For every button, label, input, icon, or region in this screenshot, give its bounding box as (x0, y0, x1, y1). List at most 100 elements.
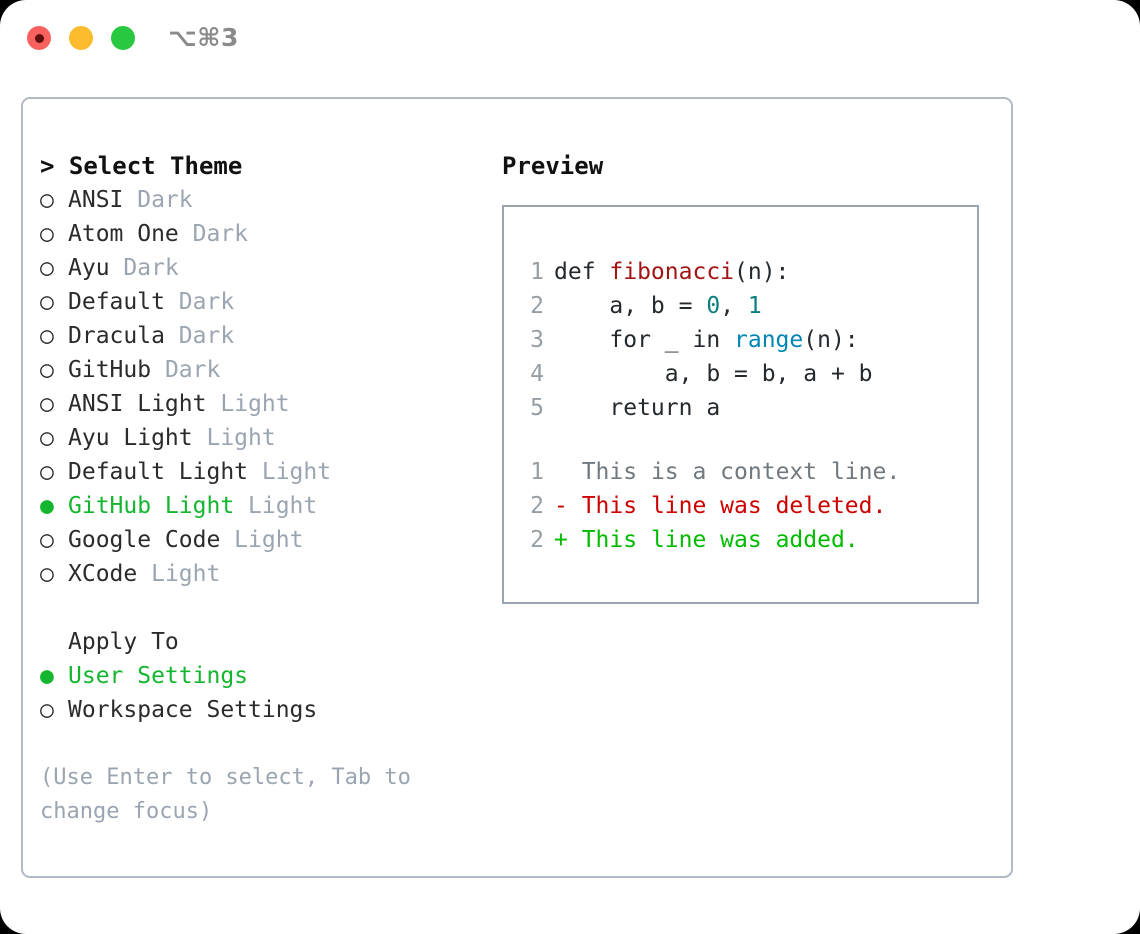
code-token-plain: for _ in (554, 327, 735, 353)
theme-option-dracula[interactable]: ○ Dracula Dark (40, 319, 470, 353)
diff-line-number: 1 (530, 459, 544, 485)
apply-to-option-label: User Settings (68, 663, 249, 689)
theme-option-variant: Dark (178, 221, 249, 247)
radio-unselected-icon: ○ (40, 221, 54, 247)
maximize-button[interactable] (111, 26, 135, 50)
title-bar: ⌥⌘3 (0, 0, 1140, 78)
theme-option-variant: Light (137, 561, 221, 587)
traffic-light-buttons (27, 26, 135, 50)
list-spacer (40, 591, 470, 625)
theme-option-github[interactable]: ○ GitHub Dark (40, 353, 470, 387)
diff-line-number: 2 (530, 493, 544, 519)
hint-spacer (40, 727, 470, 761)
theme-selection-column: > Select Theme ○ANSI Dark○Atom One Dark○… (40, 149, 470, 829)
code-line: 3 for _ in range(n): (516, 323, 976, 357)
code-token-builtin: range (734, 327, 804, 353)
theme-option-label: ANSI (68, 187, 124, 213)
code-token-plain: return a (554, 395, 721, 421)
diff-marker: + (554, 527, 568, 553)
radio-unselected-icon: ○ (40, 289, 54, 315)
diff-marker (554, 459, 568, 485)
diff-text: This line was added. (567, 527, 859, 553)
apply-to-header-indent (40, 625, 68, 659)
code-token-plain: (n): (734, 259, 790, 285)
radio-unselected-icon: ○ (40, 357, 54, 383)
code-line: 2 a, b = 0, 1 (516, 289, 976, 323)
theme-option-label: GitHub (68, 357, 152, 383)
radio-unselected-icon: ○ (40, 323, 54, 349)
apply-to-option-user-settings[interactable]: ● User Settings (40, 659, 470, 693)
code-token-num: 0 (706, 293, 721, 319)
theme-option-variant: Dark (151, 357, 221, 383)
code-line: 4 a, b = b, a + b (516, 357, 976, 391)
diff-sample: 1 This is a context line.2- This line wa… (516, 455, 976, 557)
theme-option-xcode[interactable]: ○ XCode Light (40, 557, 470, 591)
theme-option-variant: Dark (164, 289, 235, 315)
apply-to-header: Apply To (40, 625, 470, 659)
main-panel: > Select Theme ○ANSI Dark○Atom One Dark○… (21, 97, 1013, 878)
theme-option-ayu-light[interactable]: ○Ayu Light Light (40, 421, 470, 455)
theme-option-variant: Light (220, 527, 304, 553)
theme-option-variant: Dark (123, 187, 193, 213)
theme-option-variant: Light (234, 493, 318, 519)
theme-option-ayu[interactable]: ○Ayu Dark (40, 251, 470, 285)
theme-option-atom-one[interactable]: ○ Atom One Dark (40, 217, 470, 251)
minimize-button[interactable] (69, 26, 93, 50)
radio-selected-icon: ● (40, 493, 54, 519)
theme-option-ansi[interactable]: ○ ANSI Dark (40, 183, 470, 217)
close-button[interactable] (27, 26, 51, 50)
keyboard-hint-text: (Use Enter to select, Tab to change focu… (40, 765, 425, 824)
apply-to-option-workspace-settings[interactable]: ○ Workspace Settings (40, 693, 470, 727)
diff-text: This is a context line. (567, 459, 901, 485)
radio-unselected-icon: ○ (40, 459, 54, 485)
theme-option-default[interactable]: ○ Default Dark (40, 285, 470, 319)
radio-unselected-icon: ○ (40, 697, 54, 723)
theme-option-ansi-light[interactable]: ○ANSI Light Light (40, 387, 470, 421)
apply-to-option-label: Workspace Settings (68, 697, 318, 723)
radio-unselected-icon: ○ (40, 391, 54, 417)
code-line-number: 5 (530, 395, 544, 421)
select-theme-header: > Select Theme (40, 152, 243, 180)
radio-unselected-icon: ○ (40, 187, 54, 213)
code-token-plain: a, b = (554, 293, 707, 319)
theme-option-label: GitHub Light (68, 493, 235, 519)
theme-option-label: XCode (68, 561, 138, 587)
diff-line-add: 2 + This line was added. (516, 523, 976, 557)
theme-option-google-code[interactable]: ○ Google Code Light (40, 523, 470, 557)
theme-option-default-light[interactable]: ○Default Light Light (40, 455, 470, 489)
code-token-plain: def (554, 259, 610, 285)
diff-text: This line was deleted. (567, 493, 887, 519)
code-token-plain: (n): (803, 327, 859, 353)
theme-option-label: Atom One (68, 221, 179, 247)
theme-list: ○ANSI Dark○Atom One Dark○Ayu Dark○Defaul… (40, 183, 470, 591)
diff-line-number: 2 (530, 527, 544, 553)
theme-option-variant: Light (192, 425, 276, 451)
theme-option-label: Dracula (68, 323, 165, 349)
apply-to-header-label: Apply To (68, 629, 179, 655)
theme-option-label: Ayu (68, 255, 110, 281)
theme-option-variant: Light (248, 459, 332, 485)
radio-unselected-icon: ○ (40, 255, 54, 281)
theme-option-variant: Dark (164, 323, 235, 349)
radio-unselected-icon: ○ (40, 561, 54, 587)
code-token-num: 1 (747, 293, 762, 319)
radio-selected-icon: ● (40, 663, 54, 689)
code-line-number: 3 (530, 327, 544, 353)
theme-option-label: ANSI Light (68, 391, 207, 417)
theme-option-github-light[interactable]: ● GitHub Light Light (40, 489, 470, 523)
radio-unselected-icon: ○ (40, 527, 54, 553)
code-line-number: 4 (530, 361, 544, 387)
code-token-func: fibonacci (609, 259, 735, 285)
radio-unselected-icon: ○ (40, 425, 54, 451)
code-line: 5 return a (516, 391, 976, 425)
code-token-plain: , (720, 293, 748, 319)
code-token-plain: a, b = b, a + b (554, 361, 873, 387)
theme-option-label: Default (68, 289, 165, 315)
theme-option-label: Google Code (68, 527, 221, 553)
code-line-number: 2 (530, 293, 544, 319)
